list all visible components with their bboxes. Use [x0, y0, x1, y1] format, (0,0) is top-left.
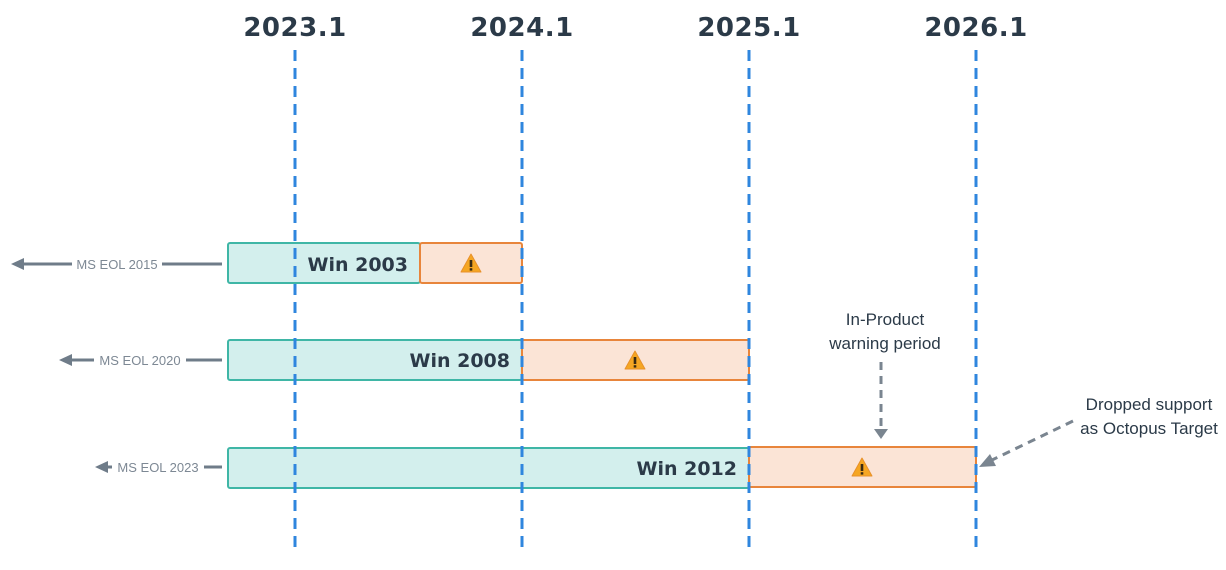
eol-label-win-2008: MS EOL 2020	[99, 353, 180, 368]
timeline-lines	[293, 50, 978, 548]
eol-label-win-2012: MS EOL 2023	[117, 460, 198, 475]
annotation-warning-period-line-2: warning period	[828, 334, 941, 353]
year-label-2024: 2024.1	[470, 13, 573, 43]
annotation-dropped-support: Dropped support as Octopus Target	[979, 395, 1218, 467]
warning-triangle-icon	[460, 253, 482, 273]
annotation-dropped-support-line-1: Dropped support	[1086, 395, 1213, 414]
year-label-2025: 2025.1	[697, 13, 800, 43]
annotation-dropped-support-line-2: as Octopus Target	[1080, 419, 1218, 438]
year-headers: 2023.1 2024.1 2025.1 2026.1	[243, 13, 1027, 43]
year-label-2023: 2023.1	[243, 13, 346, 43]
row-win-2003: Win 2003 MS EOL 2015	[11, 242, 523, 284]
row-win-2012: Win 2012 MS EOL 2023	[95, 446, 977, 489]
eol-arrow-win-2003	[11, 258, 222, 270]
row-win-2008: Win 2008 MS EOL 2020	[59, 339, 750, 381]
warning-triangle-icon	[851, 457, 873, 477]
bar-label-win-2012: Win 2012	[637, 458, 738, 480]
bar-label-win-2003: Win 2003	[308, 254, 409, 276]
eol-arrow-win-2012	[95, 461, 222, 473]
bar-label-win-2008: Win 2008	[410, 350, 511, 372]
annotation-warning-period-line-1: In-Product	[846, 310, 925, 329]
year-label-2026: 2026.1	[924, 13, 1027, 43]
left-arrow-icon	[979, 454, 996, 467]
annotation-warning-period: In-Product warning period	[828, 310, 941, 439]
down-arrow-icon	[874, 429, 888, 439]
warning-triangle-icon	[624, 350, 646, 370]
dropped-support-arrow	[991, 419, 1074, 462]
eol-label-win-2003: MS EOL 2015	[76, 257, 157, 272]
eol-arrow-win-2008	[59, 354, 222, 366]
